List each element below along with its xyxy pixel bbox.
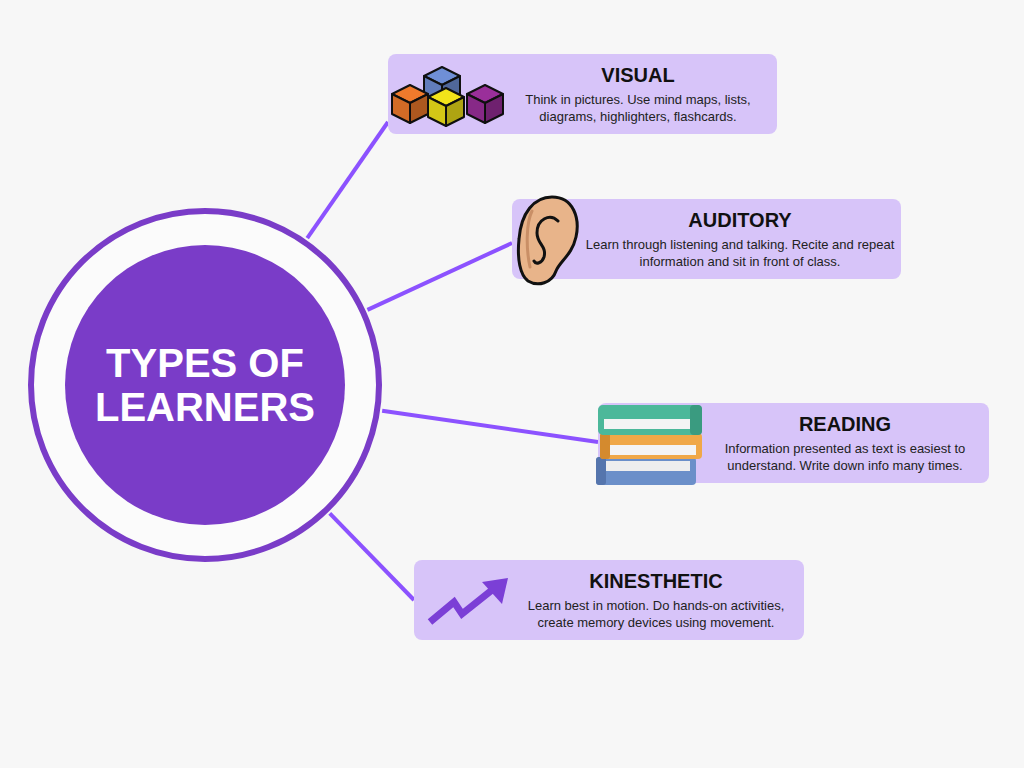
connector-line	[330, 513, 414, 600]
box-heading: READING	[799, 412, 891, 436]
books-icon	[598, 403, 708, 493]
connector-line	[382, 411, 598, 442]
text-column: AUDITORY Learn through listening and talk…	[584, 199, 896, 279]
box-description: Learn best in motion. Do hands-on activi…	[512, 598, 800, 631]
hub-title: TYPES OF LEARNERS	[80, 341, 330, 429]
box-description: Think in pictures. Use mind maps, lists,…	[502, 92, 774, 125]
reading-box: READING Information presented as text is …	[598, 403, 989, 483]
box-description: Information presented as text is easiest…	[704, 441, 986, 474]
box-heading: KINESTHETIC	[589, 569, 722, 593]
connector-line	[367, 243, 512, 310]
text-column: VISUAL Think in pictures. Use mind maps, …	[502, 54, 774, 134]
ear-icon	[512, 199, 592, 299]
text-column: READING Information presented as text is …	[704, 403, 986, 483]
box-heading: VISUAL	[601, 63, 674, 87]
text-column: KINESTHETIC Learn best in motion. Do hand…	[512, 560, 800, 640]
box-description: Learn through listening and talking. Rec…	[584, 237, 896, 270]
kinesthetic-box: KINESTHETIC Learn best in motion. Do hand…	[414, 560, 804, 640]
zigzag-arrow-icon	[414, 560, 524, 640]
cubes-icon	[388, 54, 508, 134]
learner-types-hub: TYPES OF LEARNERS	[27, 207, 383, 563]
auditory-box: AUDITORY Learn through listening and talk…	[512, 199, 901, 279]
connector-line	[307, 122, 388, 238]
visual-box: VISUAL Think in pictures. Use mind maps, …	[388, 54, 777, 134]
box-heading: AUDITORY	[688, 208, 791, 232]
